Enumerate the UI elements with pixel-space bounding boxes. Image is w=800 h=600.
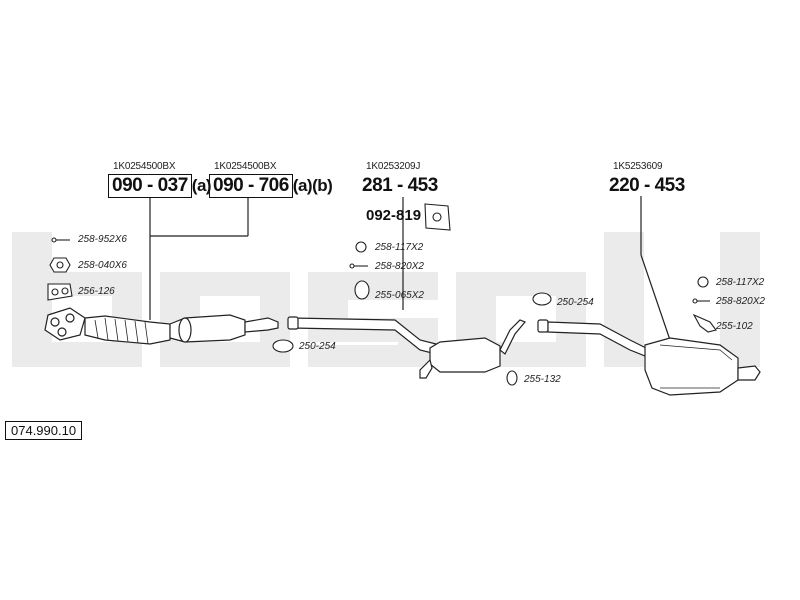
accessory-label[interactable]: 255-102 (716, 321, 753, 332)
diagram-reference: 074.990.10 (5, 421, 83, 440)
part-number-rear[interactable]: 220 - 453 (609, 175, 685, 196)
leader-line (640, 254, 671, 341)
accessory-label[interactable]: 258-820X2 (716, 296, 765, 307)
nut-icon (56, 261, 64, 269)
part-number-front-1[interactable]: 090 - 037(a) (108, 174, 212, 198)
accessory-label[interactable]: 258-117X2 (375, 242, 424, 253)
accessory-label[interactable]: 250-254 (557, 297, 594, 308)
accessory-label[interactable]: 258-952X6 (78, 234, 127, 245)
accessory-label[interactable]: 255-132 (524, 374, 561, 385)
oem-number: 1K0254500BX (113, 161, 176, 172)
oem-number: 1K0253209J (366, 161, 421, 172)
accessory-label[interactable]: 256-126 (78, 286, 115, 297)
accessory-label[interactable]: 258-117X2 (716, 277, 765, 288)
accessory-label[interactable]: 255-065X2 (375, 290, 424, 301)
clamp-icon (532, 292, 552, 306)
gasket-icon (51, 288, 59, 296)
bolt-icon (692, 298, 698, 304)
part-number-front-2[interactable]: 090 - 706(a)(b) (209, 174, 333, 198)
rear-silencer (537, 319, 761, 396)
rubber-mount-icon (354, 280, 370, 300)
clamp-icon (272, 339, 294, 353)
part-number-bracket[interactable]: 092-819 (366, 207, 422, 224)
bracket-icon (432, 212, 442, 222)
middle-silencer (287, 316, 526, 379)
washer-icon (697, 276, 709, 288)
rubber-mount-icon (506, 370, 518, 386)
oem-number: 1K0254500BX (214, 161, 277, 172)
bolt-icon (349, 263, 355, 269)
front-catalytic-converter (44, 307, 279, 345)
oem-number: 1K5253609 (613, 161, 663, 172)
hanger-icon (692, 313, 717, 333)
bolt-icon (51, 237, 57, 243)
gasket-icon (61, 287, 69, 295)
accessory-label[interactable]: 258-820X2 (375, 261, 424, 272)
accessory-label[interactable]: 250-254 (299, 341, 336, 352)
accessory-label[interactable]: 258-040X6 (78, 260, 127, 271)
washer-icon (355, 241, 367, 253)
part-number-middle[interactable]: 281 - 453 (362, 175, 438, 196)
